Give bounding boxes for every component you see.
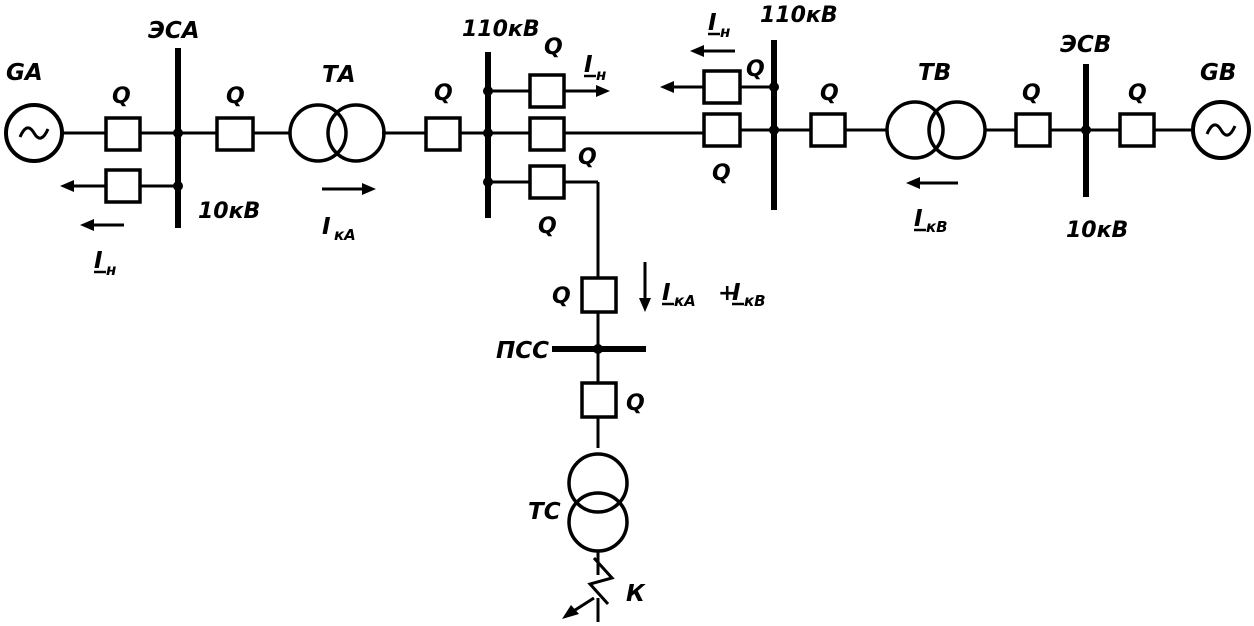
svg-text:кВ: кВ (744, 292, 766, 310)
label-q: Q (226, 84, 245, 109)
label-ga: GA (6, 60, 43, 86)
label-q: Q (626, 391, 645, 416)
breaker-q-psc-in (580, 276, 618, 314)
svg-text:+: + (718, 281, 736, 306)
label-110kv-right: 110кВ (760, 3, 838, 28)
svg-text:I: I (322, 214, 331, 240)
current-ika: I кА (322, 214, 356, 244)
fault-k-icon (562, 556, 615, 619)
transformer-tb-icon (885, 100, 987, 160)
label-q: Q (434, 81, 453, 106)
label-psc: ПСС (496, 338, 549, 364)
svg-text:I: I (662, 280, 671, 306)
label-q: Q (712, 161, 731, 186)
svg-text:I: I (584, 52, 593, 78)
svg-text:кА: кА (334, 226, 356, 244)
label-110kv-left: 110кВ (462, 17, 540, 42)
label-ta: ТА (322, 62, 356, 88)
svg-text:I: I (914, 206, 923, 232)
current-ikb: I кВ (914, 206, 948, 236)
buses (175, 40, 1089, 352)
svg-text:кА: кА (674, 292, 696, 310)
current-in-110-right: I н (708, 10, 730, 41)
label-q: Q (820, 81, 839, 106)
breaker-q-110l-psc (528, 164, 566, 200)
label-q: Q (1022, 81, 1041, 106)
breakers (104, 69, 1156, 419)
label-q: Q (538, 214, 557, 239)
label-esa: ЭСА (148, 18, 200, 44)
label-q: Q (544, 35, 563, 60)
current-in-110-left: I н (584, 52, 606, 84)
svg-text:н: н (596, 66, 606, 84)
breaker-q-110l-load (528, 73, 566, 109)
label-q: Q (1128, 81, 1147, 106)
transformer-tc-icon (567, 452, 629, 553)
breaker-q-esa-ta (215, 116, 255, 152)
label-10kv-right: 10кВ (1066, 218, 1128, 243)
generator-gb-icon (1191, 100, 1251, 160)
svg-text:н: н (720, 23, 730, 41)
current-in-left: I н (94, 248, 116, 279)
junction-dots (173, 82, 1091, 354)
label-q: Q (552, 284, 571, 309)
svg-text:I: I (94, 248, 103, 274)
svg-text:I: I (732, 280, 741, 306)
label-gb: GB (1200, 60, 1236, 86)
label-10kv-left: 10кВ (198, 199, 260, 224)
svg-text:кВ: кВ (926, 218, 948, 236)
breaker-q-110r-load (702, 69, 742, 105)
breaker-q-ta-110 (424, 116, 462, 152)
svg-text:I: I (708, 10, 717, 36)
wires (62, 85, 1194, 622)
breaker-q-110r-line (702, 112, 742, 148)
generator-ga-icon (4, 103, 64, 163)
label-tb: ТВ (918, 60, 951, 86)
current-ika-plus-ikb: I кА + I кВ (662, 280, 766, 310)
label-k: К (626, 581, 646, 607)
label-tc: ТС (528, 499, 561, 525)
breaker-q-esa-out (104, 168, 142, 204)
label-q: Q (112, 84, 131, 109)
breaker-q-esb-gb (1118, 112, 1156, 148)
breaker-q-psc-out (580, 381, 618, 419)
breaker-q-ga (104, 116, 142, 152)
label-esb: ЭСВ (1060, 32, 1111, 58)
transformer-ta-icon (288, 103, 386, 163)
breaker-q-110l-line (528, 116, 566, 152)
label-q: Q (746, 57, 765, 82)
labels: GA GB ЭСА ЭСВ ТА ТВ ТС ПСС К 10кВ 10кВ 1… (6, 3, 1236, 607)
breaker-q-tb-esb (1014, 112, 1052, 148)
breaker-q-110r-tb (809, 112, 847, 148)
current-arrows (60, 45, 958, 312)
current-labels: I н I кА I н I н I кВ I (94, 10, 948, 310)
svg-text:н: н (106, 261, 116, 279)
label-q: Q (578, 145, 597, 170)
